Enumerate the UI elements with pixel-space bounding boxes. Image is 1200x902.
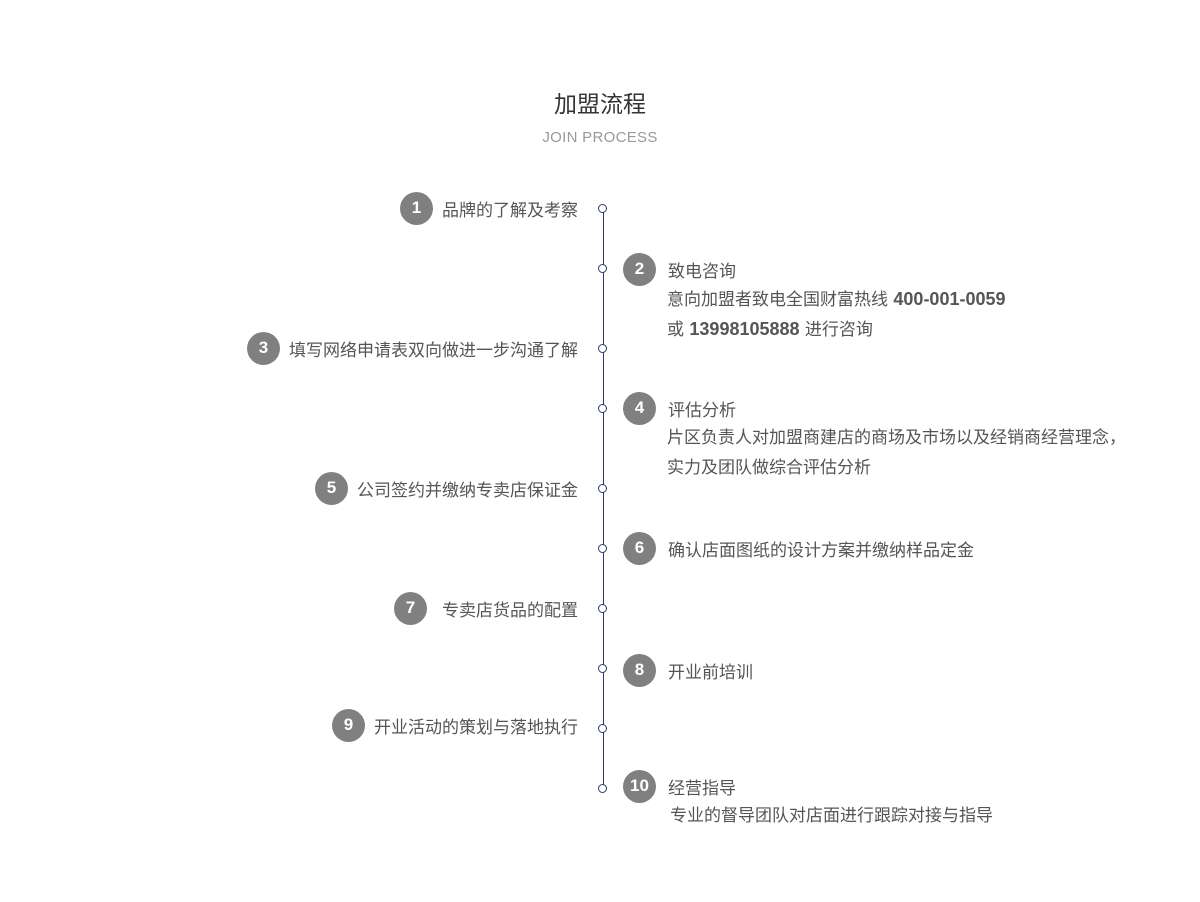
timeline-node-8 <box>598 664 607 673</box>
desc-text: 或 <box>667 320 690 340</box>
timeline-node-5 <box>598 484 607 493</box>
timeline-node-6 <box>598 544 607 553</box>
step-title: 专卖店货品的配置 <box>442 600 578 621</box>
step-5: 5 公司签约并缴纳专卖店保证金 <box>315 471 578 505</box>
step-2: 2 致电咨询 <box>623 252 736 286</box>
step-1: 1 品牌的了解及考察 <box>400 191 578 225</box>
timeline-node-9 <box>598 724 607 733</box>
desc-text: 进行咨询 <box>799 320 873 340</box>
step-title: 开业前培训 <box>668 662 753 683</box>
step-number-badge: 8 <box>623 653 656 687</box>
step-6: 6 确认店面图纸的设计方案并缴纳样品定金 <box>623 531 974 565</box>
step-title: 品牌的了解及考察 <box>442 200 578 221</box>
step-number-badge: 10 <box>623 769 656 803</box>
step-2-description-line-1: 意向加盟者致电全国财富热线 400-001-0059 <box>667 284 1006 315</box>
step-number-badge: 5 <box>315 471 348 505</box>
step-number-badge: 1 <box>400 191 433 225</box>
step-number-badge: 3 <box>247 331 280 365</box>
step-7: 7 专卖店货品的配置 <box>394 591 578 625</box>
timeline-node-10 <box>598 784 607 793</box>
step-4-description-line-1: 片区负责人对加盟商建店的商场及市场以及经销商经营理念， <box>667 428 1126 448</box>
timeline-line <box>602 208 604 788</box>
phone-number: 13998105888 <box>689 319 800 339</box>
step-9: 9 开业活动的策划与落地执行 <box>332 708 578 742</box>
step-title: 填写网络申请表双向做进一步沟通了解 <box>289 340 578 361</box>
step-title: 开业活动的策划与落地执行 <box>374 717 578 738</box>
step-2-description-line-2: 或 13998105888 进行咨询 <box>667 314 873 345</box>
step-4: 4 评估分析 <box>623 391 736 425</box>
page-title: 加盟流程 <box>554 92 646 118</box>
step-3: 3 填写网络申请表双向做进一步沟通了解 <box>247 331 578 365</box>
step-8: 8 开业前培训 <box>623 653 753 687</box>
step-4-description-line-2: 实力及团队做综合评估分析 <box>667 458 871 478</box>
timeline-node-4 <box>598 404 607 413</box>
timeline-node-2 <box>598 264 607 273</box>
timeline-node-3 <box>598 344 607 353</box>
step-number-badge: 7 <box>394 591 427 625</box>
step-title: 致电咨询 <box>668 261 736 282</box>
step-number-badge: 6 <box>623 531 656 565</box>
step-title: 公司签约并缴纳专卖店保证金 <box>357 480 578 501</box>
timeline-node-1 <box>598 204 607 213</box>
step-number-badge: 2 <box>623 252 656 286</box>
step-10: 10 经营指导 <box>623 769 736 803</box>
step-10-description-line-1: 专业的督导团队对店面进行跟踪对接与指导 <box>670 806 993 826</box>
hotline-number: 400-001-0059 <box>893 289 1006 309</box>
step-title: 经营指导 <box>668 778 736 799</box>
step-number-badge: 9 <box>332 708 365 742</box>
step-title: 评估分析 <box>668 400 736 421</box>
desc-text: 意向加盟者致电全国财富热线 <box>667 290 894 310</box>
step-title: 确认店面图纸的设计方案并缴纳样品定金 <box>668 540 974 561</box>
timeline-node-7 <box>598 604 607 613</box>
page-subtitle: JOIN PROCESS <box>542 129 658 146</box>
step-number-badge: 4 <box>623 391 656 425</box>
